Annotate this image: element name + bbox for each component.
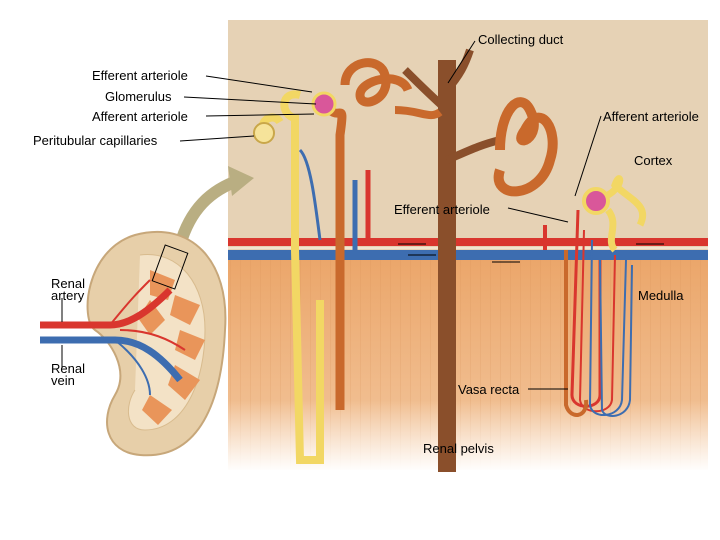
pointer-arrow [174, 166, 254, 247]
cortical-nephron [253, 58, 443, 464]
label-renal-vein-line2: vein [51, 373, 75, 388]
label-glomerulus: Glomerulus [105, 89, 172, 104]
leader-lines [61, 40, 602, 390]
collecting-duct [402, 48, 501, 472]
arcuate-vessels [228, 238, 708, 263]
medulla-region [228, 258, 708, 472]
label-efferent-arteriole-upper: Efferent arteriole [92, 68, 188, 83]
label-renal-artery: Renal artery [51, 276, 111, 303]
label-vasa-recta: Vasa recta [458, 382, 520, 397]
label-renal-pelvis: Renal pelvis [423, 441, 494, 456]
label-medulla: Medulla [638, 288, 684, 303]
label-peritubular-capillaries: Peritubular capillaries [33, 133, 158, 148]
juxtamedullary-nephron [543, 175, 647, 417]
kidney-section [40, 230, 227, 457]
label-afferent-arteriole-left: Afferent arteriole [92, 109, 188, 124]
label-collecting-duct: Collecting duct [478, 32, 564, 47]
label-renal-vein: Renal vein [51, 361, 111, 388]
label-efferent-arteriole-lower: Efferent arteriole [394, 202, 490, 217]
label-cortex: Cortex [634, 153, 673, 168]
label-renal-vein-line1: Renal [51, 361, 85, 376]
middle-tubule [493, 97, 558, 197]
label-afferent-arteriole-right: Afferent arteriole [603, 109, 699, 124]
label-renal-artery-line1: Renal [51, 276, 85, 291]
label-renal-artery-line2: artery [51, 288, 85, 303]
